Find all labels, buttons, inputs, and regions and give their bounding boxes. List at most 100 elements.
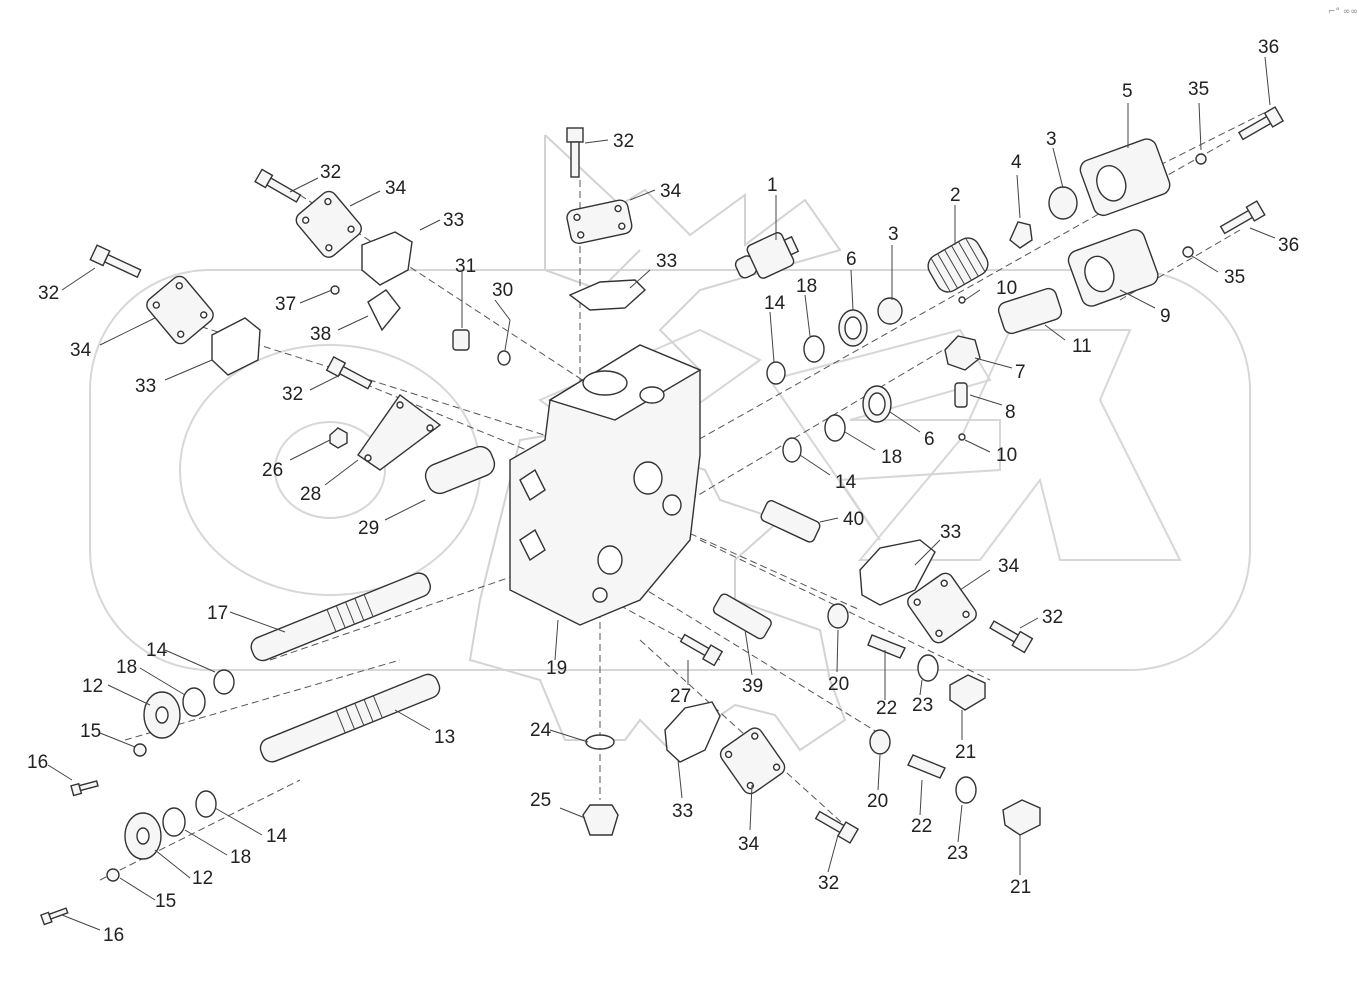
washer-15-b — [106, 868, 120, 882]
spool-20-a — [827, 603, 849, 629]
gasket-33-top — [568, 279, 647, 311]
ring-23-a — [917, 654, 939, 682]
label-34: 34 — [660, 181, 682, 202]
ball-10-a — [958, 296, 966, 304]
label-4: 4 — [1011, 152, 1022, 173]
ring-18-b — [824, 414, 846, 442]
label-11: 11 — [1072, 336, 1092, 357]
label-8: 8 — [1005, 402, 1016, 423]
bolt-36-top — [1237, 106, 1285, 141]
plate-34-left — [146, 275, 214, 345]
plate-34-upper-left — [295, 190, 362, 258]
plug-21-a — [949, 674, 986, 711]
spool-17 — [250, 572, 432, 662]
ring-14-a — [766, 361, 786, 385]
plate-34-top — [566, 199, 633, 245]
pin-4 — [1009, 221, 1033, 249]
ring-14-c — [213, 669, 235, 695]
label-17: 17 — [207, 603, 228, 624]
bolt-36-mid — [1219, 200, 1266, 235]
label-10: 10 — [996, 278, 1017, 299]
label-1: 1 — [767, 175, 778, 196]
label-24: 24 — [530, 720, 552, 741]
plug-21-b — [1002, 799, 1041, 836]
label-37: 37 — [275, 294, 296, 315]
label-40: 40 — [843, 509, 864, 530]
label-25: 25 — [530, 790, 551, 811]
cup-3-b — [1048, 186, 1078, 220]
bolt-32-mid — [325, 356, 373, 390]
label-38: 38 — [310, 324, 331, 345]
spool-29 — [424, 445, 496, 495]
gasket-33-upper-left — [361, 231, 413, 286]
label-32: 32 — [1042, 607, 1063, 628]
label-19: 19 — [546, 658, 567, 679]
ring-24 — [585, 734, 615, 750]
label-34: 34 — [70, 340, 92, 361]
label-2: 2 — [950, 185, 961, 206]
plate-28 — [357, 394, 442, 471]
label-32: 32 — [818, 873, 839, 894]
spring-22-b — [907, 754, 946, 779]
label-35: 35 — [1188, 79, 1209, 100]
label-14: 14 — [835, 472, 857, 493]
washer-15-a — [133, 743, 147, 757]
label-14: 14 — [266, 826, 288, 847]
label-39: 39 — [742, 676, 763, 697]
label-9: 9 — [1160, 306, 1171, 327]
gasket-33-left — [211, 317, 261, 376]
label-18: 18 — [796, 276, 817, 297]
plate-34-right — [907, 572, 977, 644]
label-20: 20 — [828, 674, 849, 695]
label-22: 22 — [876, 698, 897, 719]
label-32: 32 — [320, 162, 341, 183]
label-27: 27 — [670, 686, 691, 707]
bolt-32-top — [566, 127, 584, 178]
label-32: 32 — [613, 131, 634, 152]
label-18: 18 — [116, 657, 137, 678]
label-33: 33 — [443, 210, 464, 231]
gasket-33-bottom — [664, 701, 721, 763]
cover-plates — [146, 190, 977, 795]
bolt-16-lower — [40, 907, 69, 926]
housing-outline — [468, 134, 847, 752]
body-7 — [944, 335, 981, 371]
ring-18-a — [803, 335, 825, 363]
bolts — [40, 106, 1285, 926]
label-18: 18 — [230, 847, 251, 868]
label-21: 21 — [955, 742, 976, 763]
label-12: 12 — [82, 676, 103, 697]
washer-35-a — [1195, 153, 1207, 165]
label-31: 31 — [455, 256, 476, 277]
label-15: 15 — [155, 891, 176, 912]
spring-2 — [927, 237, 989, 293]
cartridges — [250, 138, 1171, 763]
label-15: 15 — [80, 721, 101, 742]
nut-26 — [329, 427, 348, 449]
pin-37 — [330, 285, 340, 295]
ring-30 — [497, 350, 511, 366]
label-22: 22 — [911, 816, 932, 837]
sleeve-11 — [997, 287, 1063, 335]
label-5: 5 — [1122, 81, 1133, 102]
label-6: 6 — [846, 249, 857, 270]
callout-labels: 32 32 32 32 32 32 34 34 34 34 34 33 33 3… — [27, 37, 1299, 946]
ball-10-b — [958, 433, 966, 441]
bolt-27 — [679, 633, 724, 667]
label-16: 16 — [27, 752, 48, 773]
spool-20-b — [869, 729, 891, 755]
spool-13 — [259, 673, 441, 763]
label-14: 14 — [146, 640, 168, 661]
label-18: 18 — [881, 447, 902, 468]
valve-body — [509, 344, 702, 626]
ring-14-b — [782, 437, 802, 463]
label-13: 13 — [434, 727, 455, 748]
label-34: 34 — [385, 178, 407, 199]
plug-31 — [452, 329, 470, 351]
ring-14-d — [195, 790, 217, 818]
spring-8 — [954, 382, 968, 408]
label-14: 14 — [764, 293, 786, 314]
label-30: 30 — [492, 280, 513, 301]
label-36: 36 — [1278, 235, 1299, 256]
